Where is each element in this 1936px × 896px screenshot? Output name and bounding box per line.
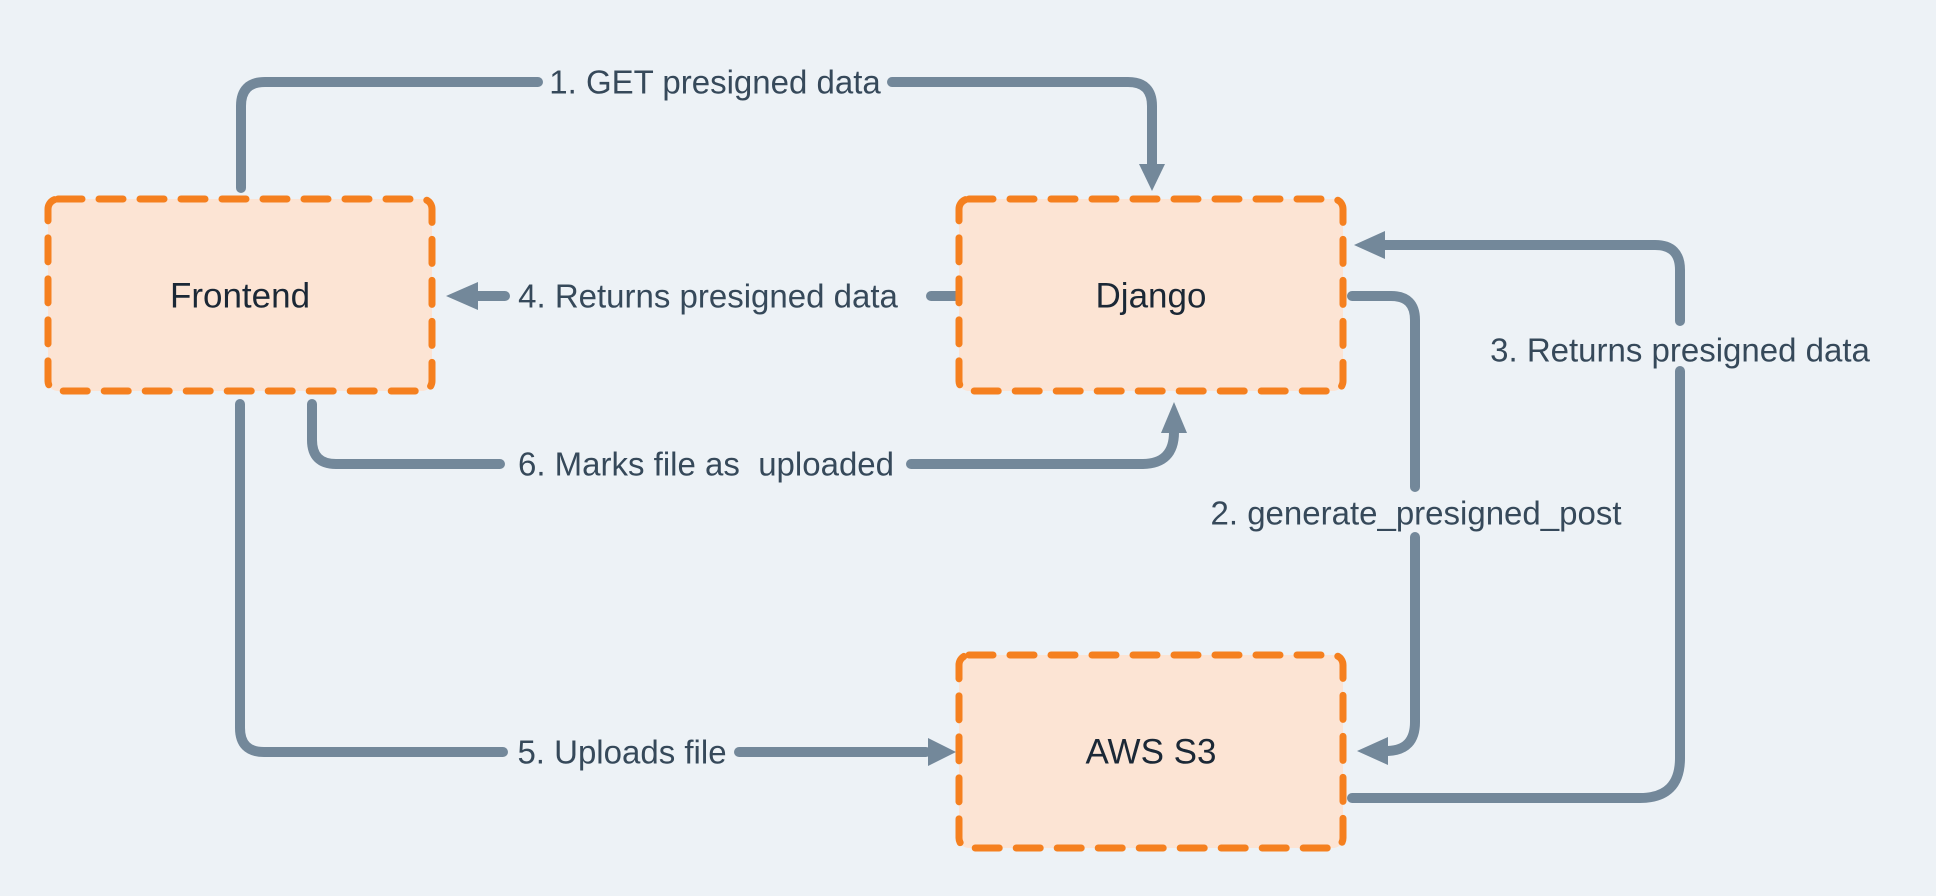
edge-3-line-top	[1379, 240, 1685, 326]
edge-frontend-to-django-get: 1. GET presigned data	[236, 64, 1165, 193]
edge-6-label: 6. Marks file as uploaded	[518, 446, 894, 483]
edge-2-line-top	[1347, 291, 1420, 492]
node-aws-s3-label: AWS S3	[1086, 733, 1217, 772]
edge-3-label: 3. Returns presigned data	[1490, 332, 1870, 369]
node-aws-s3-box	[955, 651, 1347, 852]
edge-django-to-s3-generate: 2. generate_presigned_post	[1211, 291, 1622, 765]
edge-4-label: 4. Returns presigned data	[518, 278, 898, 315]
edge-frontend-to-django-marks-uploaded: 6. Marks file as uploaded	[307, 399, 1187, 483]
edge-frontend-to-s3-uploads: 5. Uploads file	[235, 399, 956, 771]
node-django-box	[955, 195, 1347, 395]
node-frontend-label: Frontend	[170, 277, 310, 316]
edge-1-line-left	[236, 77, 543, 193]
edge-5-arrowhead	[928, 738, 956, 766]
edge-1-line-right	[887, 77, 1157, 169]
edge-1-arrowhead	[1139, 164, 1165, 191]
edge-2-label: 2. generate_presigned_post	[1211, 495, 1622, 532]
edge-5-line-left	[235, 399, 508, 757]
edge-3-arrowhead	[1354, 231, 1385, 259]
edge-django-to-frontend-returns: 4. Returns presigned data	[446, 278, 962, 315]
edge-s3-to-django-returns: 3. Returns presigned data	[1347, 231, 1871, 803]
edge-2-arrowhead	[1357, 737, 1388, 765]
edge-3-line-bottom	[1347, 366, 1685, 803]
edge-6-arrowhead	[1161, 402, 1187, 433]
node-aws-s3: AWS S3	[955, 651, 1347, 852]
node-frontend-box	[44, 195, 436, 395]
edge-4-arrowhead	[446, 282, 478, 310]
node-frontend: Frontend	[44, 195, 436, 395]
edge-2-line-bottom	[1383, 532, 1420, 756]
edge-5-label: 5. Uploads file	[517, 734, 726, 771]
edge-1-label: 1. GET presigned data	[549, 64, 881, 101]
node-django: Django	[955, 195, 1347, 395]
edge-6-line-left	[307, 399, 505, 469]
edge-6-line-right	[906, 427, 1179, 469]
node-django-label: Django	[1096, 277, 1207, 316]
